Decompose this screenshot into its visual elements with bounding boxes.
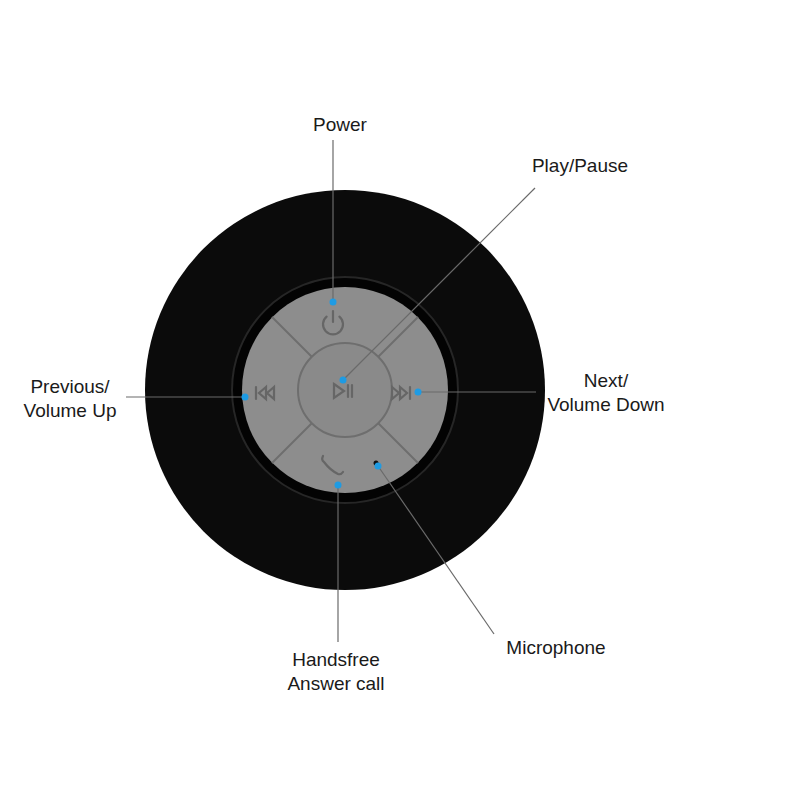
part-label: Play/Pause: [510, 154, 650, 178]
leader-dot: [335, 482, 342, 489]
part-label: Previous/ Volume Up: [10, 375, 130, 423]
power-icon: [332, 311, 334, 322]
button-dividers: [272, 317, 418, 463]
button-pad: [242, 287, 448, 493]
divider: [272, 317, 312, 357]
leader-line: [378, 466, 494, 634]
pause-icon: [347, 385, 349, 397]
leader-dot: [242, 394, 249, 401]
leader-line: [126, 396, 245, 397]
next-icon: [392, 387, 407, 399]
previous-icon: [255, 387, 257, 399]
divider: [378, 317, 418, 357]
part-label: Next/ Volume Down: [541, 369, 671, 417]
speaker-body: [145, 190, 545, 590]
leader-dot: [340, 377, 347, 384]
play-button: [298, 343, 392, 437]
leader-line: [418, 391, 536, 392]
phone-icon: [322, 456, 343, 474]
part-label: Power: [280, 113, 400, 137]
next-icon: [409, 387, 411, 399]
play-icon: [334, 384, 344, 398]
leader-dot: [375, 463, 382, 470]
divider: [272, 423, 312, 463]
part-label: Handsfree Answer call: [276, 648, 396, 696]
pause-icon: [351, 385, 353, 397]
leader-line: [337, 485, 338, 642]
divider: [378, 423, 418, 463]
leader-line: [343, 188, 535, 380]
leader-dot: [415, 389, 422, 396]
button-rim: [232, 277, 458, 503]
leader-dots: [242, 299, 422, 489]
leader-line: [332, 140, 333, 302]
leader-dot: [330, 299, 337, 306]
leader-lines: [126, 140, 536, 642]
part-label: Microphone: [491, 636, 621, 660]
previous-icon: [259, 387, 274, 399]
